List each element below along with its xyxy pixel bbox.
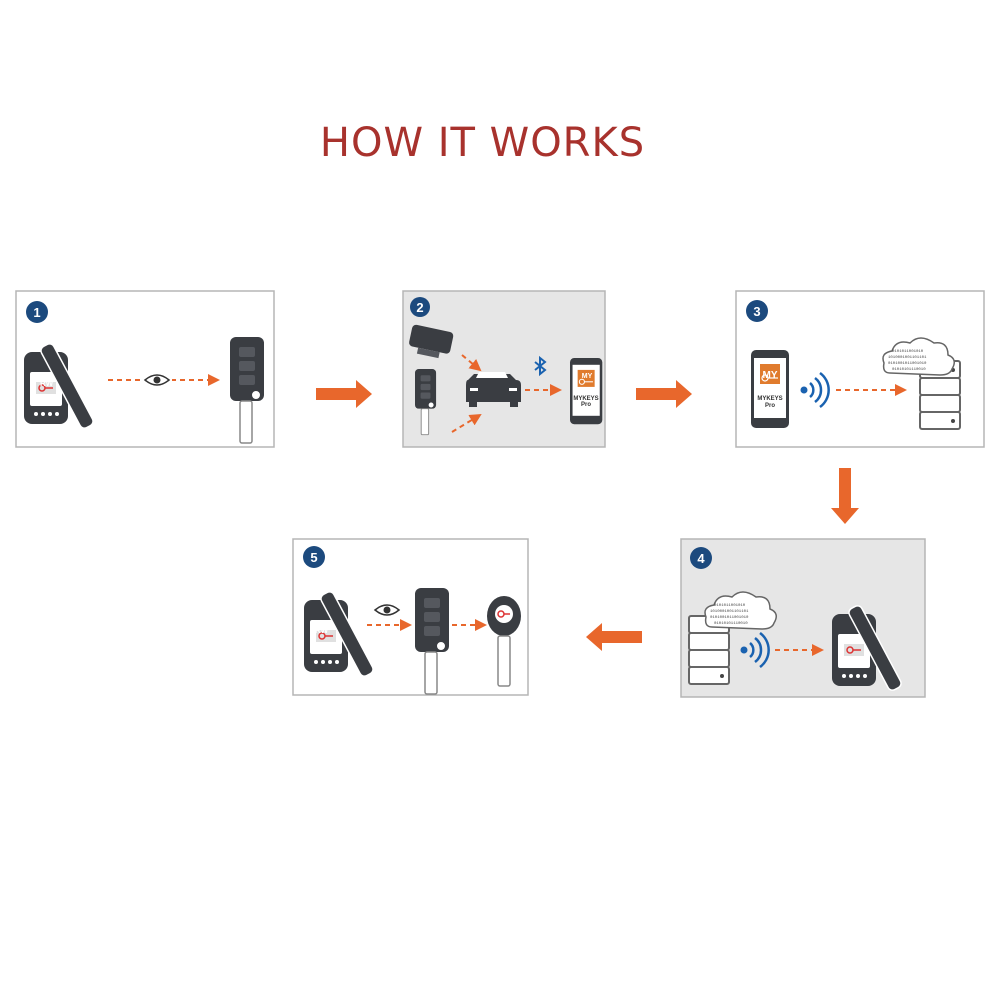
- app-name: MYKEYS: [573, 396, 598, 402]
- step-number: 4: [697, 551, 705, 566]
- binary-data: 0101011001010 1010001001101101 010100101…: [710, 604, 749, 626]
- step-number: 5: [310, 550, 317, 565]
- step-4-panel: 4 0101011001010 1010001001101101 0101001…: [680, 538, 926, 698]
- arrow-right-icon: [316, 380, 372, 408]
- svg-text:0101011001010: 0101011001010: [714, 604, 746, 608]
- app-sub: Pro: [765, 403, 775, 409]
- svg-text:0101001011001010: 0101001011001010: [710, 616, 749, 620]
- app-name: MYKEYS: [757, 396, 782, 402]
- device-label: RW: [843, 633, 857, 642]
- transponder-key-icon: [487, 596, 521, 687]
- app-logo: MY: [763, 370, 778, 381]
- device-label: RW: [315, 626, 329, 635]
- page-title: HOW IT WORKS: [319, 120, 646, 166]
- binary-data: 0101011001010 1010001001101101 010100101…: [888, 350, 927, 372]
- step-badge: [26, 301, 48, 323]
- step-3-panel: 3 MY MYKEYS Pro 0101011001010 1010001001…: [735, 290, 985, 448]
- arrow-right-icon: [636, 380, 692, 408]
- step-number: 3: [753, 304, 760, 319]
- step-2-panel: 2 MY MYKEYS Pro: [402, 290, 606, 448]
- device-label: RW: [40, 379, 54, 388]
- svg-text:01010101110010: 01010101110010: [892, 368, 926, 372]
- step-number: 2: [416, 300, 423, 315]
- svg-text:0101001011001010: 0101001011001010: [888, 362, 927, 366]
- car-icon: [466, 372, 521, 407]
- app-sub: Pro: [581, 402, 591, 408]
- obd-dongle-icon: [409, 324, 454, 359]
- svg-text:1010001001101101: 1010001001101101: [710, 610, 749, 614]
- step-number: 1: [33, 305, 40, 320]
- step-5-panel: 5 RW: [292, 538, 529, 696]
- phone-icon: [750, 349, 790, 429]
- svg-text:01010101110010: 01010101110010: [714, 622, 748, 626]
- step-1-panel: 1 RW: [15, 290, 275, 448]
- arrow-down-icon: [831, 468, 859, 524]
- svg-text:0101011001010: 0101011001010: [892, 350, 924, 354]
- app-logo: MY: [582, 373, 593, 380]
- phone-icon: [569, 357, 603, 425]
- bluetooth-icon: [534, 355, 547, 377]
- svg-text:1010001001101101: 1010001001101101: [888, 356, 927, 360]
- arrow-left-icon: [586, 623, 642, 651]
